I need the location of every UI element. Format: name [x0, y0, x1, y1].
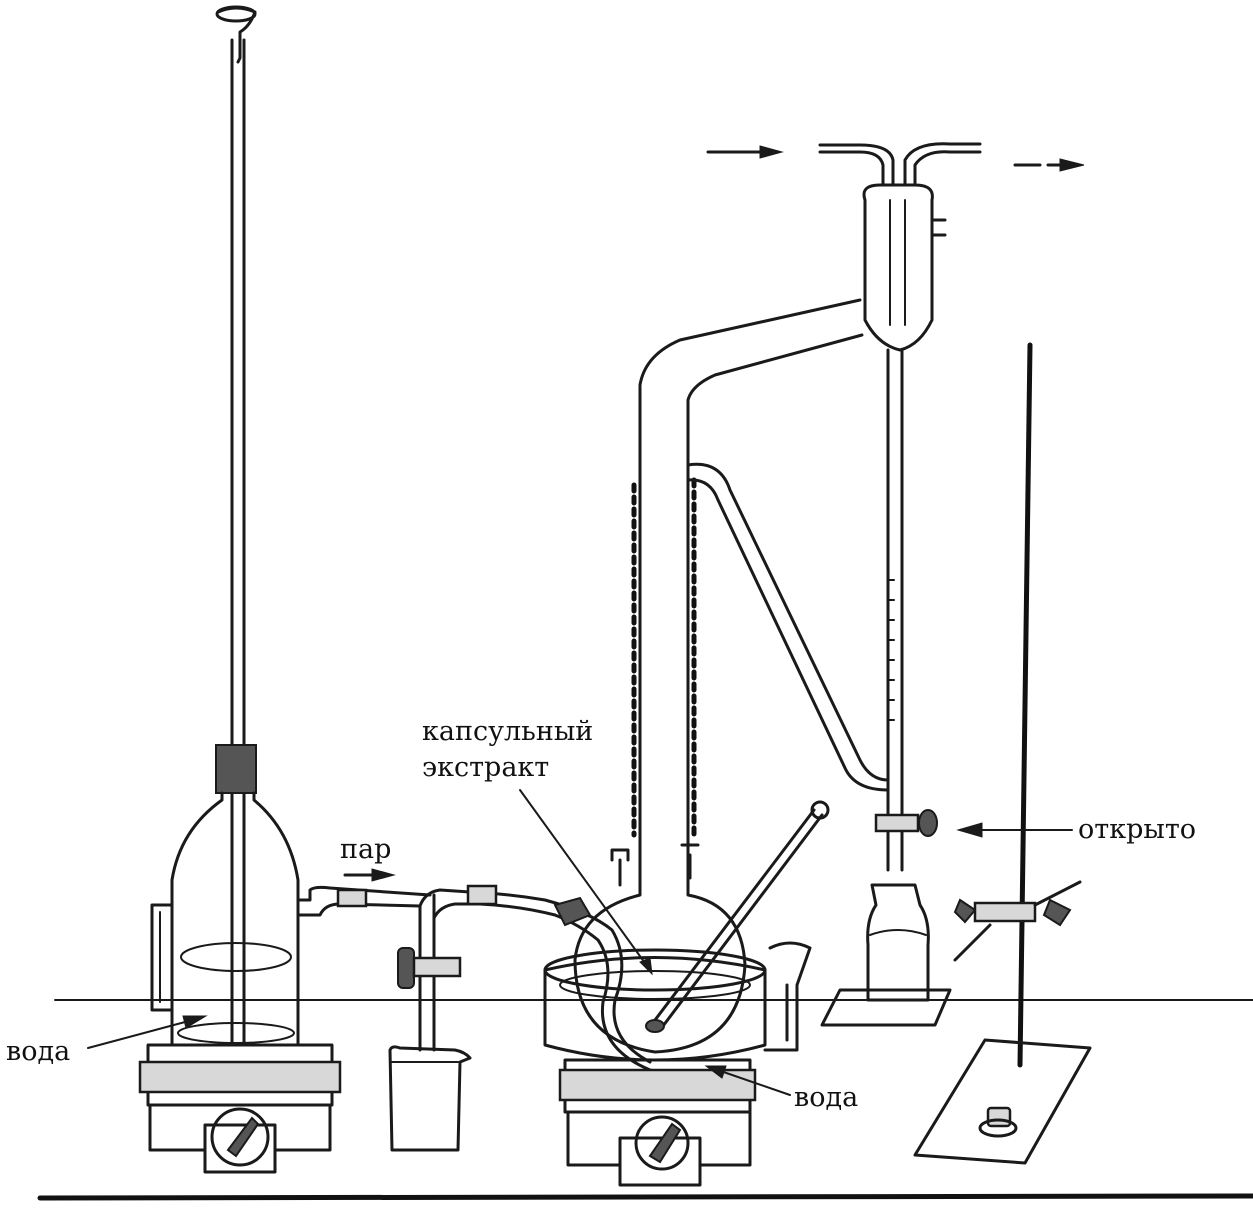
coolant-flow-arrows	[708, 146, 1084, 171]
label-water-right: вода	[794, 1082, 858, 1113]
coolant-in-arrow	[760, 146, 782, 158]
flask-stopper	[216, 745, 256, 793]
level-gauge-tube	[152, 905, 172, 1010]
stand-base	[915, 1040, 1090, 1163]
stand-clamp-screw-left	[955, 900, 975, 922]
bench-front-edge	[40, 1196, 1253, 1198]
steam-trap	[390, 886, 555, 1150]
steam-arrow-head	[372, 869, 394, 881]
vapor-tube	[640, 300, 860, 850]
vial-base	[822, 990, 950, 1025]
lab-stand	[915, 345, 1090, 1163]
generator-flask	[172, 793, 298, 1045]
flask-inlet-clamp	[555, 898, 590, 925]
return-tube	[688, 464, 888, 780]
oil-collection-vial	[868, 885, 929, 1000]
steam-generator	[140, 7, 430, 1172]
trap-stopcock	[414, 958, 460, 976]
graduated-receiver	[888, 350, 902, 870]
safety-tube-funnel	[218, 8, 255, 62]
stand-rod	[1020, 345, 1030, 1065]
water-bath	[545, 958, 765, 1061]
label-capsule-extract-line1: капсульный	[422, 716, 593, 747]
clevenger-apparatus	[634, 144, 980, 1025]
label-water-left: вода	[6, 1036, 70, 1067]
trap-stopcock-handle	[398, 948, 414, 988]
label-steam: пар	[340, 834, 391, 865]
label-open: открыто	[1078, 814, 1196, 845]
receiver-stopcock	[876, 815, 918, 831]
steam-clamp	[338, 890, 366, 906]
insulation-coil	[634, 480, 694, 835]
generator-water-level	[181, 943, 291, 971]
capsule-extract-leader	[520, 790, 650, 970]
label-capsule-extract-line2: экстракт	[422, 752, 549, 783]
trap-clamp	[468, 886, 496, 904]
coolant-out-arrow	[1060, 159, 1084, 171]
distillation-flask-assembly	[545, 802, 828, 1185]
condenser-jacket	[864, 185, 932, 350]
stand-clamp	[975, 903, 1035, 921]
